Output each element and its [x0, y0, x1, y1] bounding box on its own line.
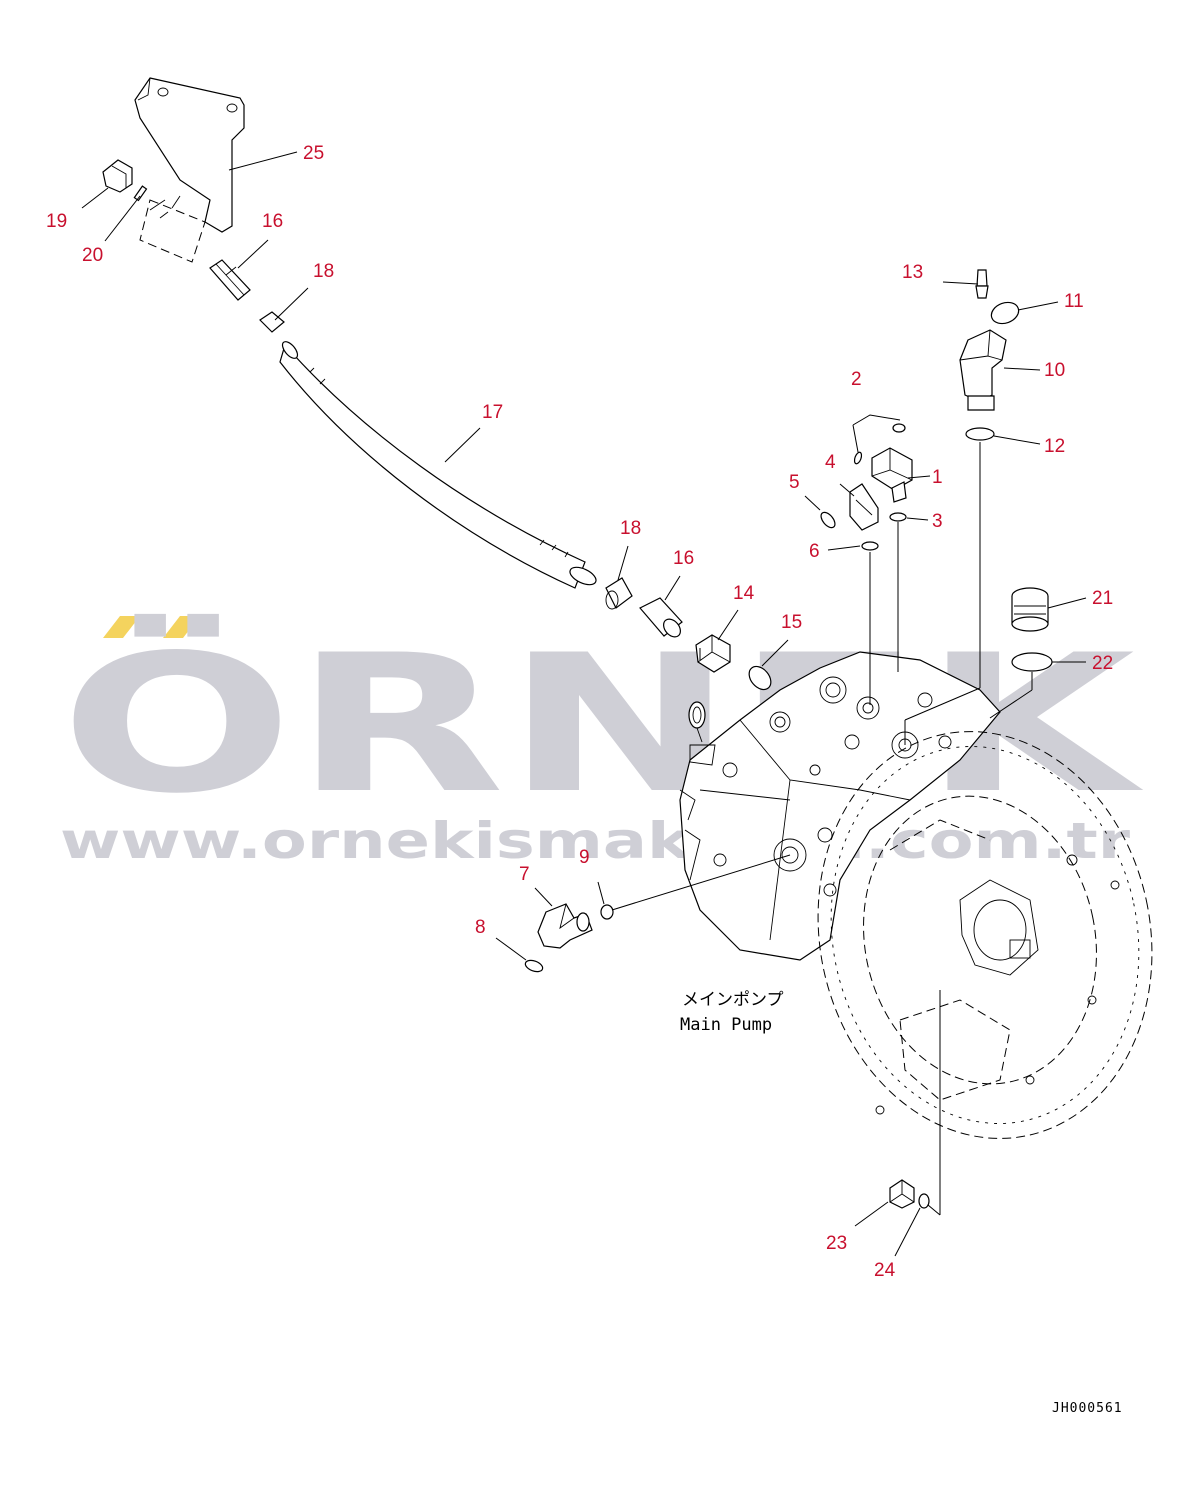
plug-part-23: [889, 1179, 915, 1209]
callout-9[interactable]: 9: [579, 847, 590, 868]
callout-11[interactable]: 11: [1064, 291, 1084, 312]
drawing-code: JH000561: [1052, 1401, 1123, 1416]
hose-part-17: [279, 341, 597, 589]
callout-23[interactable]: 23: [826, 1233, 847, 1254]
grease-nipple-part-13: [975, 269, 989, 299]
callout-12[interactable]: 12: [1044, 436, 1065, 457]
callout-4[interactable]: 4: [825, 452, 836, 473]
o-ring-part-15: [748, 665, 772, 691]
o-ring-part-24: [918, 1193, 930, 1209]
plug-part-14: [695, 634, 731, 673]
clamp-part-18-bottom: [605, 577, 633, 610]
watermark-accent-right: [163, 616, 200, 638]
callouts: 1 2 3 4 5 6 7 8 9 10 11 12 13 14 15 16 1…: [46, 143, 1113, 1281]
main-pump-label-jp: メインポンプ: [682, 990, 784, 1010]
leader-lines: [81, 151, 1087, 1257]
plug-part-21: [1011, 587, 1049, 632]
o-ring-part-3: [889, 512, 907, 522]
o-ring-part-6: [861, 541, 879, 551]
watermark-accent-left: [103, 616, 140, 638]
fitting-part-16-bottom: [639, 597, 683, 638]
rings-part-2: [852, 414, 906, 465]
elbow-fitting-part-4: [849, 483, 879, 531]
o-ring-part-22: [1011, 652, 1053, 672]
callout-7[interactable]: 7: [519, 864, 530, 885]
callout-24[interactable]: 24: [874, 1260, 896, 1281]
callout-3[interactable]: 3: [932, 511, 943, 532]
callout-2[interactable]: 2: [851, 369, 862, 390]
callout-1[interactable]: 1: [932, 467, 943, 488]
callout-8[interactable]: 8: [475, 917, 486, 938]
callout-16-bottom[interactable]: 16: [673, 548, 694, 569]
watermark-website: www.ornekismakinasi.com.tr: [60, 812, 1130, 870]
callout-22[interactable]: 22: [1092, 653, 1113, 674]
callout-17[interactable]: 17: [482, 402, 503, 423]
callout-21[interactable]: 21: [1092, 588, 1113, 609]
fitting-part-16-top: [209, 259, 251, 301]
o-ring-part-9: [600, 904, 614, 920]
bracket-part-25: [134, 77, 245, 263]
o-ring-part-12: [965, 427, 995, 441]
o-ring-part-20: [133, 185, 148, 202]
pressure-sensor-part-10: [959, 329, 1007, 411]
tee-fitting-part-1: [871, 447, 913, 503]
callout-18-top[interactable]: 18: [313, 261, 334, 282]
callout-19[interactable]: 19: [46, 211, 67, 232]
callout-14[interactable]: 14: [733, 583, 755, 604]
elbow-fitting-part-7: [537, 903, 593, 949]
callout-10[interactable]: 10: [1044, 360, 1065, 381]
watermark: ÖRNEK www.ornekismakinasi.com.tr: [60, 613, 1143, 870]
callout-20[interactable]: 20: [82, 245, 103, 266]
callout-5[interactable]: 5: [789, 472, 800, 493]
callout-13[interactable]: 13: [902, 262, 923, 283]
callout-6[interactable]: 6: [809, 541, 820, 562]
callout-25[interactable]: 25: [303, 143, 324, 164]
callout-18-bottom[interactable]: 18: [620, 518, 641, 539]
main-pump-label-en: Main Pump: [680, 1015, 772, 1035]
callout-15[interactable]: 15: [781, 612, 802, 633]
o-ring-part-5: [820, 511, 836, 529]
o-ring-part-8: [524, 959, 544, 973]
plug-part-19: [102, 159, 133, 193]
o-ring-part-11: [990, 301, 1020, 325]
callout-16-top[interactable]: 16: [262, 211, 283, 232]
main-pump-assembly: [679, 651, 1153, 1139]
